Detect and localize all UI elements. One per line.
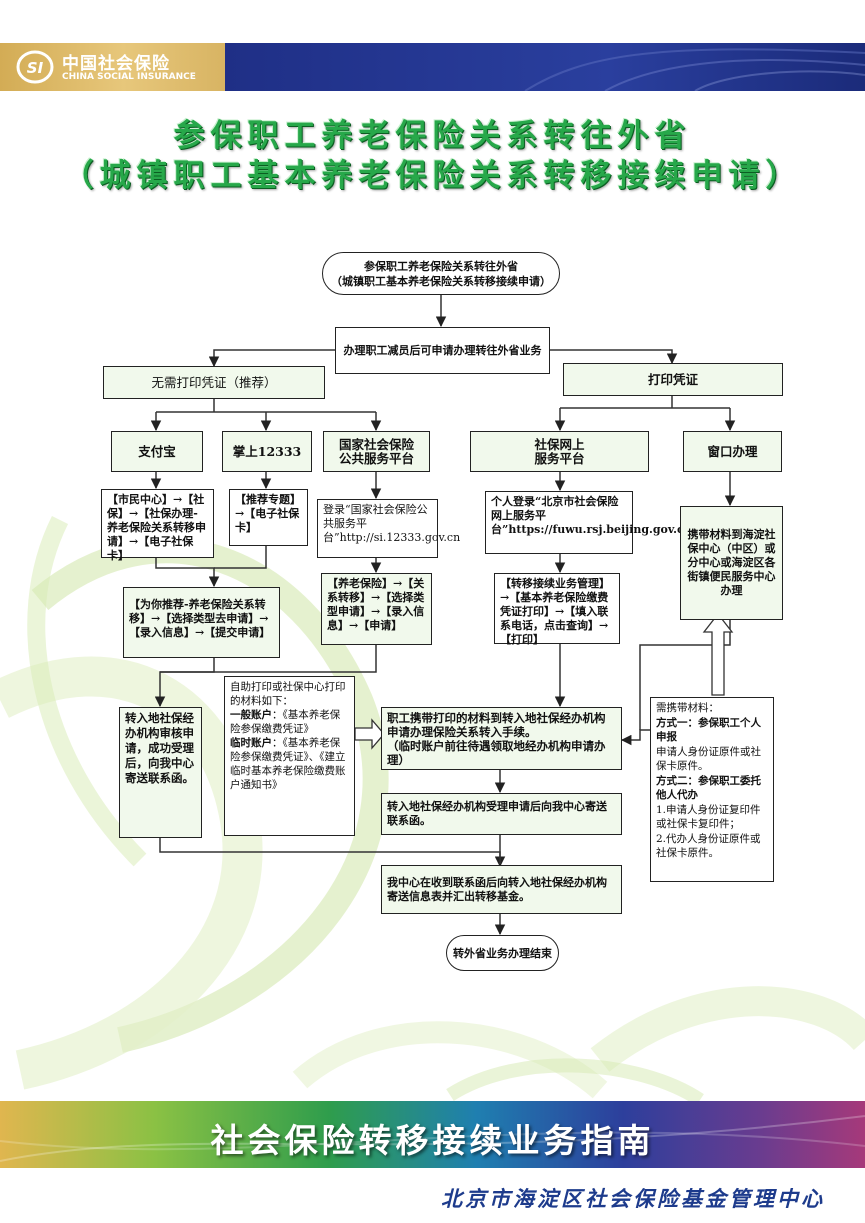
app12333-path: 【推荐专题】→【电子社保卡】: [229, 489, 308, 546]
page-title-line2: （城镇职工基本养老保险关系转移接续申请）: [62, 158, 803, 194]
app12333-channel: 掌上12333: [222, 431, 312, 472]
method2-item1: 1.申请人身份证复印件或社保卡复印件；: [656, 803, 761, 831]
carry-materials-step: 职工携带打印的材料到转入地社保经办机构申请办理保险关系转入手续。 （临时账户前往…: [381, 707, 622, 770]
carry-note: （临时账户前往待遇领取地经办机构申请办理）: [387, 739, 606, 767]
online-platform-channel: 社保网上 服务平台: [470, 431, 649, 472]
flow-start-line2: （城镇职工基本养老保险关系转移接续申请）: [331, 274, 551, 288]
left-review-description: 转入地社保经办机构审核申请，成功受理后，向我中心 寄送联系函。: [119, 707, 202, 838]
online-line2: 服务平台: [534, 450, 585, 466]
fund-transfer-step: 我中心在收到联系函后向转入地社保经办机构寄送信息表并汇出转移基金。: [381, 865, 622, 914]
recommend-path: 【为你推荐-养老保险关系转移】→【选择类型去申请】→【录入信息】→【提交申请】: [123, 587, 280, 658]
carry-main: 职工携带打印的材料到转入地社保经办机构申请办理保险关系转入手续。: [387, 711, 606, 739]
letter-step: 转入地社保经办机构受理申请后向我中心寄送联系函。: [381, 793, 622, 835]
national-line1: 国家社会保险: [338, 436, 414, 452]
print-option: 打印凭证: [563, 363, 783, 396]
step-reduce-staff: 办理职工减员后可申请办理转往外省业务: [335, 327, 550, 374]
header-pattern: [524, 48, 865, 91]
materials-normal-label: 一般账户: [230, 709, 272, 721]
method1-body: 申请人身份证原件或社保卡原件。: [656, 745, 761, 773]
required-materials: 需携带材料： 方式一：参保职工个人申报 申请人身份证原件或社保卡原件。 方式二：…: [650, 697, 774, 882]
page-title-line1: 参保职工养老保险关系转往外省: [173, 118, 692, 154]
logo-mark: SI: [27, 59, 44, 77]
header-blue-band: [225, 43, 865, 91]
flow-end: 转外省业务办理结束: [446, 935, 559, 971]
print-materials: 自助打印或社保中心打印的材料如下： 一般账户：《基本养老保险参保缴费凭证》 临时…: [224, 676, 355, 836]
materials-normal: ：《基本养老保险参保缴费凭证》: [230, 709, 341, 735]
logo-english-text: CHINA SOCIAL INSURANCE: [62, 72, 196, 82]
materials-temp-label: 临时账户: [230, 737, 272, 749]
method2-item2: 2.代办人身份证原件或社保卡原件。: [656, 832, 761, 860]
method1-title: 方式一：参保职工个人申报: [656, 716, 761, 744]
footer-title: 社会保险转移接续业务指南: [210, 1121, 655, 1160]
online-line1: 社保网上: [534, 436, 585, 452]
no-print-option: 无需打印凭证（推荐）: [103, 366, 325, 399]
window-channel: 窗口办理: [683, 431, 782, 472]
social-insurance-logo-icon: SI: [16, 50, 54, 84]
alipay-path: 【市民中心】→【社保】→【社保办理-养老保险关系转移申请】→【电子社保卡】: [101, 489, 214, 562]
method2-title: 方式二：参保职工委托他人代办: [656, 774, 761, 802]
required-title: 需携带材料：: [656, 702, 719, 714]
online-path: 【转移接续业务管理】→【基本养老保险缴费凭证打印】→【填入联系电话，点击查询】→…: [494, 573, 620, 646]
national-platform-channel: 国家社会保险 公共服务平台: [323, 431, 430, 472]
window-description: 携带材料到海淀社保中心（中区）或分中心或海淀区各街镇便民服务中心办理: [680, 506, 783, 620]
organization-name: 北京市海淀区社会保险基金管理中心: [441, 1186, 825, 1211]
alipay-channel: 支付宝: [111, 431, 203, 472]
materials-title: 自助打印或社保中心打印的材料如下：: [230, 681, 346, 707]
national-line2: 公共服务平台: [338, 450, 414, 466]
national-login: 登录“国家社会保险公共服务平台”http://si.12333.gov.cn: [317, 499, 460, 558]
flow-start-line1: 参保职工养老保险关系转往外省: [364, 259, 518, 273]
logo-chinese-text: 中国社会保险: [62, 54, 170, 74]
national-path: 【养老保险】→【关系转移】→【选择类型申请】→【录入信息】→【申请】: [321, 573, 432, 645]
online-login: 个人登录“北京市社会保险网上服务平台”https://fuwu.rsj.beij…: [485, 491, 752, 554]
materials-temp: ：《基本养老保险参保缴费凭证》、《建立临时基本养老保险缴费账户通知书》: [230, 737, 346, 791]
footer-band: [0, 1101, 865, 1168]
flow-start: 参保职工养老保险关系转往外省 （城镇职工基本养老保险关系转移接续申请）: [322, 252, 560, 295]
